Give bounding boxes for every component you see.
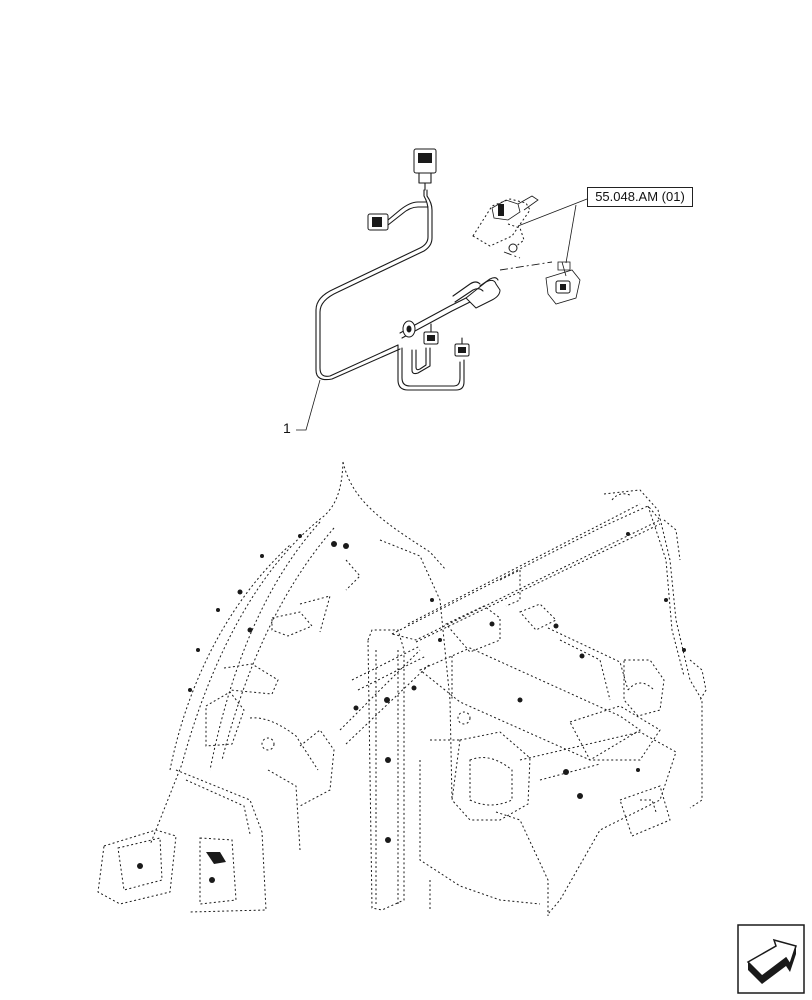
wiring-harness: [315, 148, 501, 391]
harness-connector-left: [367, 213, 389, 231]
reference-callout-55-048-am[interactable]: 55.048.AM (01): [587, 187, 693, 207]
harness-connector-small-1: [423, 323, 439, 345]
tractor-frame: [97, 461, 707, 916]
item-1-label: 1: [283, 420, 291, 436]
harness-connector-top: [413, 148, 437, 191]
next-page-arrow-icon: [737, 924, 805, 994]
next-page-button[interactable]: [738, 925, 804, 993]
harness-connector-small-2: [454, 337, 470, 357]
item-1-leader: [296, 379, 321, 431]
sensor-assembly: [472, 195, 588, 305]
